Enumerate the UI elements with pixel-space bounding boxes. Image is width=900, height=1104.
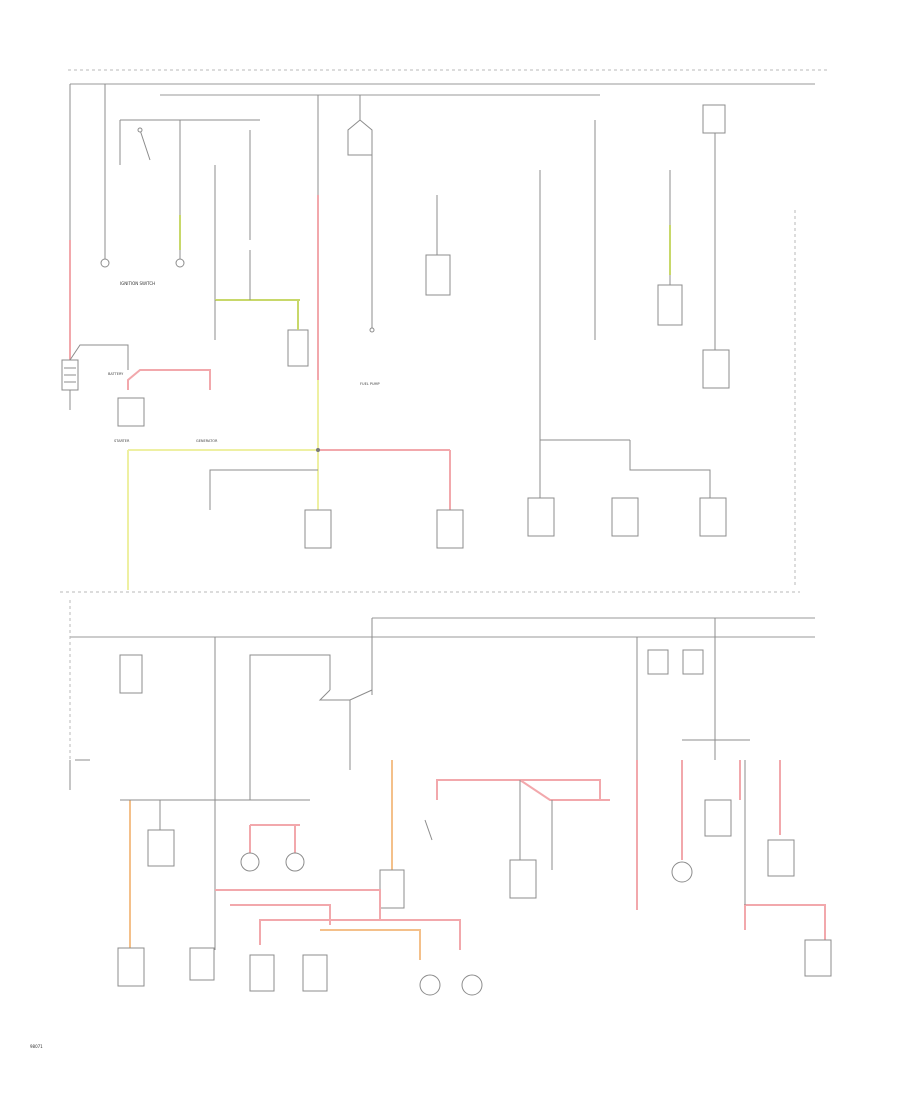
lower-left-orange [117,799,310,987]
generator-label: GENERATOR [196,439,218,443]
battery-starter: BATTERY STARTER GENERATOR [61,344,218,443]
right-lower-cluster [636,649,832,977]
lamp-pair [240,824,305,872]
generator-circuit [127,195,464,590]
page-code: 98071 [30,1044,43,1049]
component-center [425,195,451,296]
ignition-switch-label: IGNITION SWITCH [120,281,155,286]
lower-power-bus [69,600,815,950]
lower-center-switch [249,654,405,909]
fuel-pump-upper-label: FUEL PUMP [360,382,380,386]
center-right-pink [424,779,610,899]
lower-left-relay [69,654,143,790]
starter-label: STARTER [114,439,130,443]
ignition-switch: IGNITION SWITCH [100,119,260,300]
relay-upper [214,250,309,367]
battery-label: BATTERY [108,372,124,376]
right-upper-cluster [527,104,730,537]
fuel-pump-upper: FUEL PUMP [347,119,380,386]
lower-pink-harness [189,889,483,996]
top-border [60,69,828,593]
